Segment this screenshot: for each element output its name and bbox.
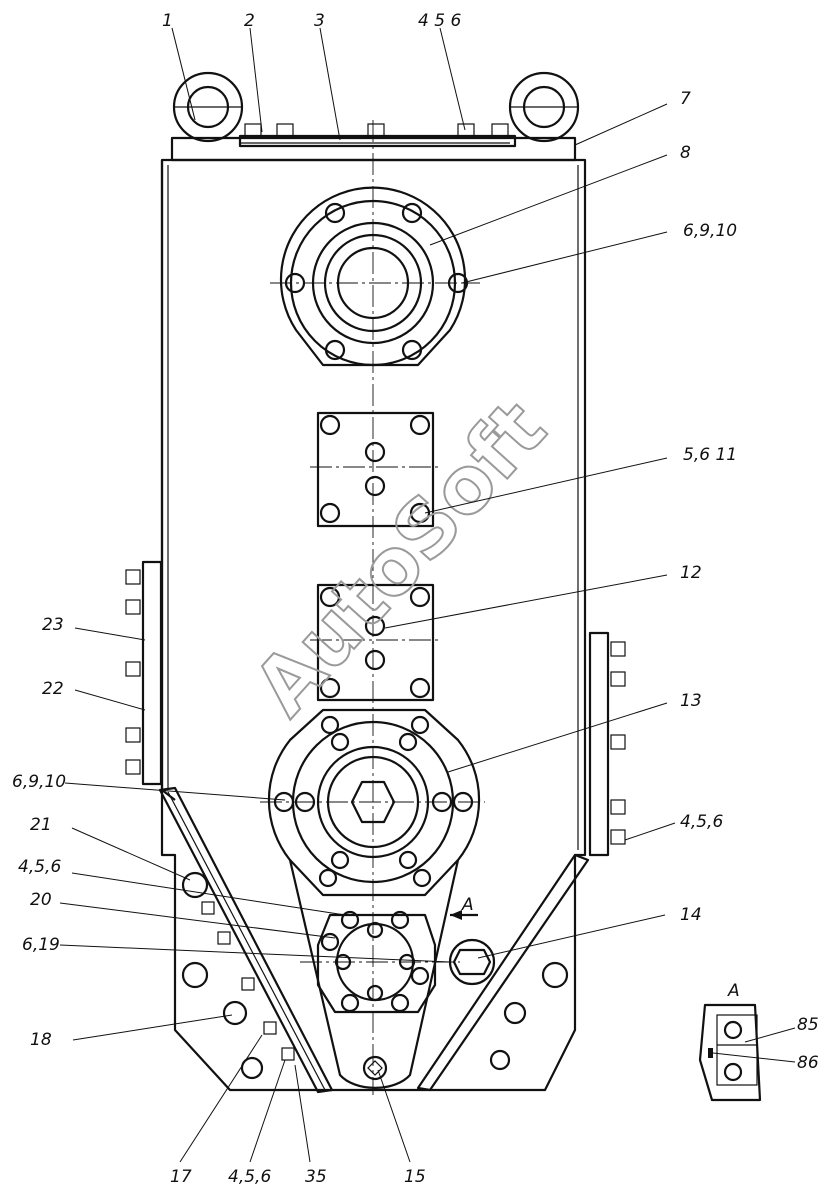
callout-2: 2: [244, 11, 255, 31]
callout-13: 13: [680, 691, 702, 711]
callout-35: 35: [305, 1167, 327, 1187]
callout-labels: 1 2 3 4 5 6 7 8 6,9,10 5,6 11 12 13 23 2…: [12, 11, 819, 1187]
callout-1: 1: [162, 11, 173, 31]
view-a-inset: [698, 1003, 762, 1102]
callout-15: 15: [404, 1167, 426, 1187]
top-bolts: [244, 123, 509, 139]
section-marker-label: A: [461, 895, 474, 915]
callout-17: 17: [170, 1167, 192, 1187]
lifting-eye-left: [172, 71, 244, 143]
upper-bearing-cover: [270, 186, 480, 367]
lower-link-plate: [288, 859, 460, 1089]
callout-6-19: 6,19: [22, 935, 60, 955]
callout-86: 86: [797, 1053, 819, 1073]
callout-14: 14: [680, 905, 702, 925]
left-side-bar: [125, 560, 163, 786]
right-inclined-plate: [416, 853, 590, 1092]
callout-7: 7: [680, 89, 691, 109]
callout-21: 21: [30, 815, 52, 835]
right-side-bar: [588, 631, 626, 857]
callout-12: 12: [680, 563, 702, 583]
callout-4-5-6-top: 4 5 6: [418, 11, 461, 31]
callout-4-5-6-right: 4,5,6: [680, 812, 723, 832]
callout-23: 23: [42, 615, 64, 635]
callout-5-6-11: 5,6 11: [683, 445, 737, 465]
callout-18: 18: [30, 1030, 52, 1050]
lower-corner-bolts: [181, 871, 569, 1080]
callout-6-9-10-upper: 6,9,10: [683, 221, 737, 241]
view-a-label: A: [727, 981, 740, 1001]
square-cover-lower: [310, 583, 440, 702]
leader-lines: [59, 27, 796, 1163]
callout-3: 3: [314, 11, 325, 31]
lower-bearing-housing: [260, 708, 485, 897]
lifting-eye-right: [508, 71, 580, 143]
square-cover-upper: [310, 411, 440, 528]
callout-4-5-6-left: 4,5,6: [18, 857, 61, 877]
callout-20: 20: [30, 890, 52, 910]
small-flange: [300, 910, 460, 1014]
hex-plug: [448, 938, 496, 986]
callout-85: 85: [797, 1015, 819, 1035]
left-inclined-plate: [158, 786, 334, 1094]
top-cover-plate: [170, 134, 577, 162]
callout-4-5-6-bottom: 4,5,6: [228, 1167, 271, 1187]
callout-22: 22: [42, 679, 64, 699]
section-arrow: [450, 910, 478, 920]
watermark-text: AutoSoft: [237, 384, 563, 732]
callout-8: 8: [680, 143, 691, 163]
callout-6-9-10-lower: 6,9,10: [12, 772, 66, 792]
